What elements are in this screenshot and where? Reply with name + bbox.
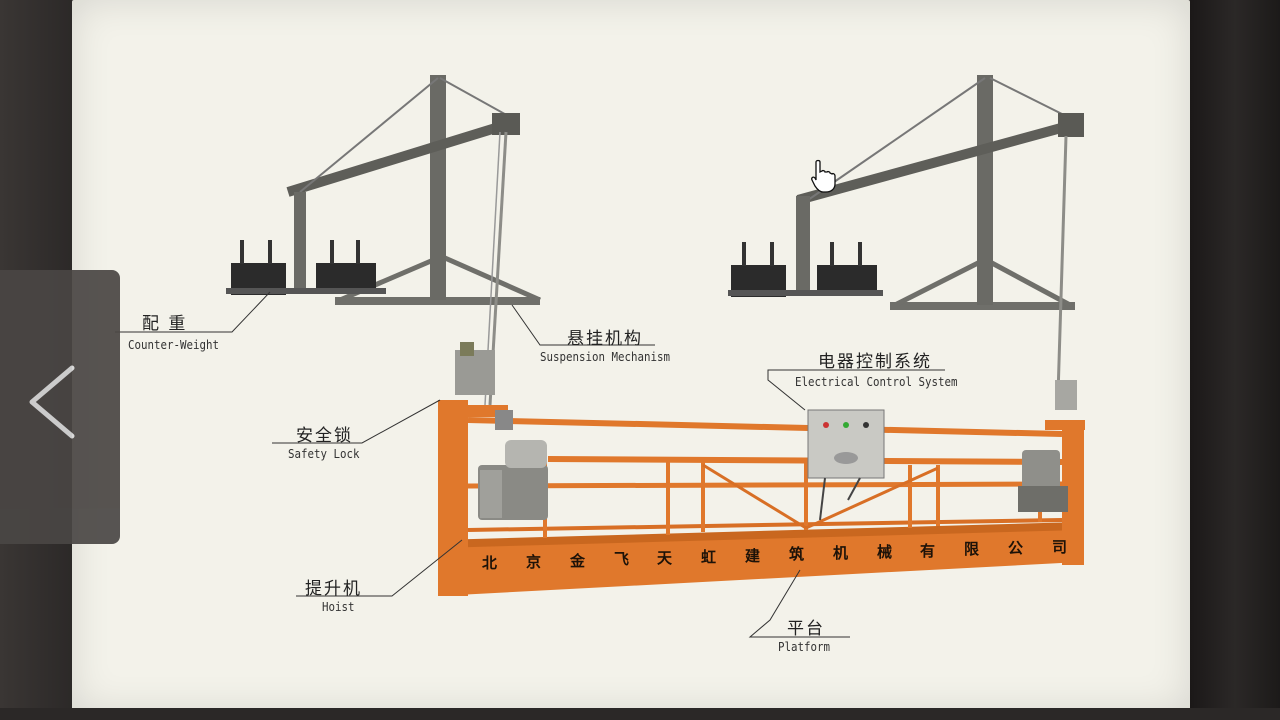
brand-char: 械 bbox=[877, 543, 893, 561]
electrical-en-label: Electrical Control System bbox=[795, 375, 958, 389]
right-suspension-mechanism bbox=[728, 75, 1084, 396]
brand-char: 飞 bbox=[614, 550, 630, 568]
chevron-left-icon[interactable] bbox=[22, 362, 82, 442]
brand-char: 虹 bbox=[701, 548, 717, 566]
hoist-en-label: Hoist bbox=[322, 600, 355, 614]
electrical-control-box bbox=[807, 409, 885, 521]
left-hoist bbox=[478, 410, 548, 520]
left-suspension-mechanism bbox=[226, 75, 542, 406]
monitor-bottom-bezel bbox=[0, 708, 1280, 720]
suspension-en-label: Suspension Mechanism bbox=[540, 350, 671, 364]
brand-char: 限 bbox=[964, 540, 980, 558]
brand-char: 京 bbox=[526, 553, 542, 571]
monitor-right-bezel bbox=[1190, 0, 1280, 720]
brand-char: 建 bbox=[745, 547, 761, 565]
leader-lines bbox=[115, 291, 945, 638]
brand-char: 金 bbox=[570, 552, 586, 570]
safety-lock-cn-label: 安全锁 bbox=[296, 426, 353, 446]
brand-char: 司 bbox=[1052, 538, 1068, 556]
suspension-cn-label: 悬挂机构 bbox=[567, 329, 643, 349]
hoist-cn-label: 提升机 bbox=[305, 579, 362, 599]
brand-char: 机 bbox=[833, 544, 849, 562]
right-hoist bbox=[1018, 380, 1077, 512]
back-navigation-panel[interactable] bbox=[0, 270, 120, 544]
counter-weight-cn-label: 配 重 bbox=[142, 314, 188, 334]
electrical-cn-label: 电器控制系统 bbox=[818, 352, 932, 372]
brand-char: 天 bbox=[657, 549, 673, 567]
platform-cn-label: 平台 bbox=[787, 619, 825, 639]
platform-en-label: Platform bbox=[778, 640, 831, 654]
photographed-screen bbox=[72, 0, 1190, 712]
platform bbox=[438, 400, 1085, 596]
counter-weight-en-label: Counter-Weight bbox=[128, 338, 220, 352]
brand-char: 有 bbox=[920, 542, 936, 560]
left-safety-lock bbox=[455, 342, 495, 395]
brand-char: 公 bbox=[1008, 539, 1024, 557]
brand-char: 北 bbox=[482, 554, 498, 572]
brand-char: 筑 bbox=[789, 545, 805, 563]
safety-lock-en-label: Safety Lock bbox=[288, 447, 360, 461]
counterweight-block bbox=[316, 263, 376, 291]
hand-pointer-icon bbox=[811, 159, 836, 193]
